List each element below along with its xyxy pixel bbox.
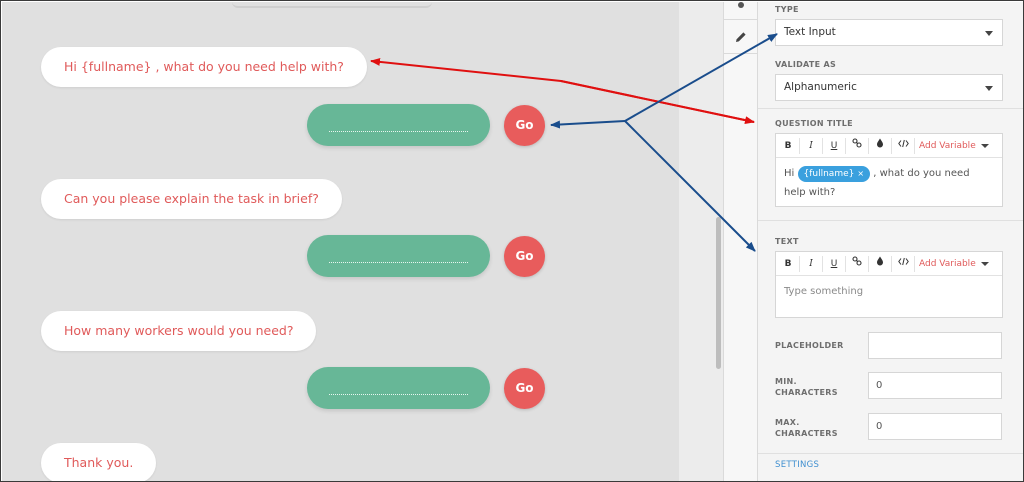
go-button-1[interactable]: Go xyxy=(504,105,545,146)
chevron-down-icon xyxy=(985,86,993,91)
underline-button[interactable]: U xyxy=(830,259,838,269)
toolbar-separator xyxy=(914,138,915,154)
question-prefix: Hi xyxy=(784,168,795,179)
question-title-editor: B I U Add Variable xyxy=(775,133,1003,207)
toolbar-separator xyxy=(822,138,823,154)
text-editor: B I U Add Variable Typ xyxy=(775,251,1003,318)
validate-select-value: Alphanumeric xyxy=(784,81,857,93)
toolbar-separator xyxy=(891,138,892,154)
toolbar-separator xyxy=(845,256,846,272)
text-content[interactable]: Type something xyxy=(784,286,864,297)
italic-button[interactable]: I xyxy=(809,259,813,269)
max-characters-field[interactable]: 0 xyxy=(868,413,1002,440)
answer-input-2[interactable] xyxy=(307,235,490,277)
section-divider xyxy=(758,220,1023,221)
validate-label: VALIDATE AS xyxy=(775,60,837,69)
code-icon xyxy=(897,139,909,148)
min-characters-label: MIN. CHARACTERS xyxy=(775,376,838,398)
bot-message-4[interactable]: Thank you. xyxy=(41,443,157,481)
ink-drop-icon xyxy=(877,138,883,148)
code-button[interactable] xyxy=(895,138,911,154)
text-label: TEXT xyxy=(775,237,799,246)
min-characters-field[interactable]: 0 xyxy=(868,372,1002,399)
code-button[interactable] xyxy=(895,256,911,272)
remove-variable-icon[interactable]: × xyxy=(857,169,865,178)
question-suffix: , what do you need help with? xyxy=(784,168,970,198)
answer-input-3[interactable] xyxy=(307,367,490,409)
placeholder-field[interactable] xyxy=(868,332,1002,359)
max-label-line-1: MAX. xyxy=(775,418,800,427)
add-variable-label: Add Variable xyxy=(919,259,976,269)
question-title-content[interactable]: Hi {fullname}× , what do you need help w… xyxy=(776,158,1002,208)
italic-button[interactable]: I xyxy=(809,141,813,151)
settings-panel: TYPE Text Input VALIDATE AS Alphanumeric… xyxy=(758,2,1023,481)
link-icon xyxy=(852,256,862,266)
bot-message-1[interactable]: Hi {fullname} , what do you need help wi… xyxy=(41,47,367,87)
question-title-label: QUESTION TITLE xyxy=(775,119,853,128)
toolbar-separator xyxy=(868,138,869,154)
editor-toolbar: B I U Add Variable xyxy=(776,252,1002,276)
variable-chip[interactable]: {fullname}× xyxy=(797,166,871,182)
placeholder-label: PLACEHOLDER xyxy=(775,341,844,350)
toolbar-separator xyxy=(845,138,846,154)
max-label-line-2: CHARACTERS xyxy=(775,429,838,438)
toolbar-separator xyxy=(891,256,892,272)
add-variable-label: Add Variable xyxy=(919,141,976,151)
vertical-toolbar xyxy=(723,1,758,481)
max-characters-label: MAX. CHARACTERS xyxy=(775,417,838,439)
variable-chip-label: {fullname} xyxy=(803,169,855,179)
chevron-down-icon xyxy=(980,143,989,148)
go-button-3[interactable]: Go xyxy=(504,368,545,409)
toolbar-separator xyxy=(799,138,800,154)
bot-message-3[interactable]: How many workers would you need? xyxy=(41,311,317,351)
color-button[interactable] xyxy=(872,138,888,154)
link-button[interactable] xyxy=(849,256,865,272)
section-divider xyxy=(758,108,1023,109)
toolbar-separator xyxy=(914,256,915,272)
link-icon xyxy=(852,138,862,148)
answer-placeholder-line xyxy=(329,262,468,263)
bot-message-2[interactable]: Can you please explain the task in brief… xyxy=(41,179,342,219)
toolbar-separator xyxy=(822,256,823,272)
bold-button[interactable]: B xyxy=(784,141,792,151)
answer-placeholder-line xyxy=(329,394,468,395)
chevron-down-icon xyxy=(980,261,989,266)
edit-tool-button[interactable] xyxy=(724,20,758,54)
ink-drop-icon xyxy=(877,256,883,266)
answer-placeholder-line xyxy=(329,131,468,132)
settings-link[interactable]: SETTINGS xyxy=(775,460,820,470)
user-tool-button[interactable] xyxy=(724,1,758,20)
chat-preview: Hi {fullname} , what do you need help wi… xyxy=(2,2,679,481)
code-icon xyxy=(897,257,909,266)
vertical-scrollbar[interactable] xyxy=(716,217,721,369)
add-variable-dropdown[interactable]: Add Variable xyxy=(919,139,989,153)
underline-button[interactable]: U xyxy=(830,141,838,151)
min-label-line-1: MIN. xyxy=(775,377,797,386)
answer-input-1[interactable] xyxy=(307,104,490,146)
person-icon xyxy=(738,1,744,8)
previous-bubble-edge xyxy=(232,2,432,8)
type-select[interactable]: Text Input xyxy=(775,19,1003,46)
link-button[interactable] xyxy=(849,138,865,154)
pencil-icon xyxy=(736,31,746,42)
section-divider xyxy=(758,453,1023,454)
editor-toolbar: B I U Add Variable xyxy=(776,134,1002,158)
color-button[interactable] xyxy=(872,256,888,272)
toolbar-separator xyxy=(868,256,869,272)
add-variable-dropdown[interactable]: Add Variable xyxy=(919,257,989,271)
validate-select[interactable]: Alphanumeric xyxy=(775,74,1003,101)
chevron-down-icon xyxy=(985,31,993,36)
go-button-2[interactable]: Go xyxy=(504,236,545,277)
toolbar-separator xyxy=(799,256,800,272)
bold-button[interactable]: B xyxy=(784,259,792,269)
min-label-line-2: CHARACTERS xyxy=(775,388,838,397)
type-label: TYPE xyxy=(775,5,799,14)
type-select-value: Text Input xyxy=(784,26,836,38)
